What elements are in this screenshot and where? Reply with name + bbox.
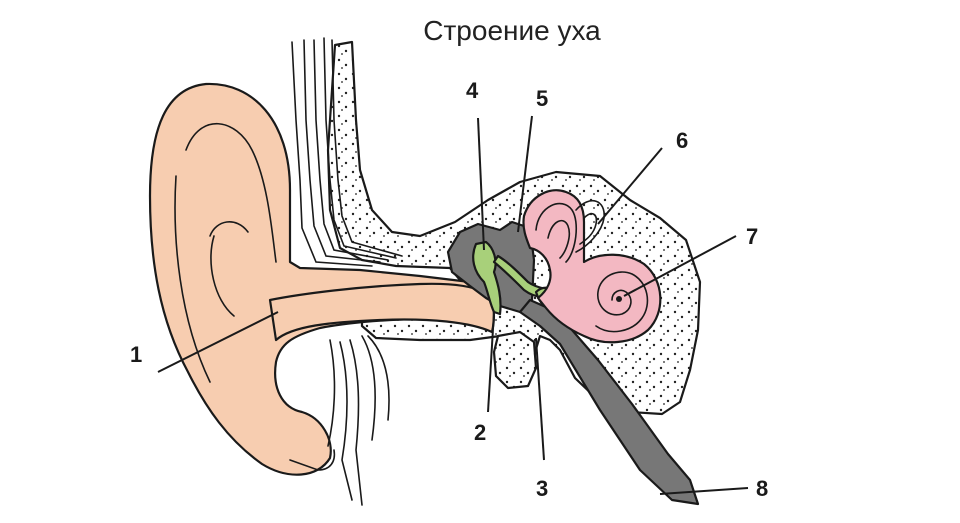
leader-4 — [477, 117, 485, 251]
diagram-title: Строение уха — [423, 15, 601, 46]
leader-6 — [597, 147, 663, 225]
label-4: 4 — [466, 78, 479, 103]
leader-lines — [157, 115, 749, 495]
label-3: 3 — [536, 476, 548, 501]
leader-3 — [535, 337, 545, 461]
label-1: 1 — [130, 342, 142, 367]
lower-tissue-lines — [327, 335, 390, 506]
label-8: 8 — [756, 476, 768, 501]
leader-7 — [623, 235, 737, 297]
inner-ear — [522, 189, 662, 344]
label-5: 5 — [536, 86, 548, 111]
leader-1 — [157, 311, 279, 373]
label-7: 7 — [746, 224, 758, 249]
leader-8 — [659, 487, 749, 495]
leader-2 — [487, 311, 495, 413]
leader-5 — [517, 115, 533, 233]
bony-canal-chunk — [492, 330, 538, 390]
pinna-folds — [174, 122, 336, 471]
auricle — [148, 82, 494, 476]
label-6: 6 — [676, 128, 688, 153]
label-2: 2 — [474, 420, 486, 445]
soft-tissue-lines — [291, 37, 403, 267]
